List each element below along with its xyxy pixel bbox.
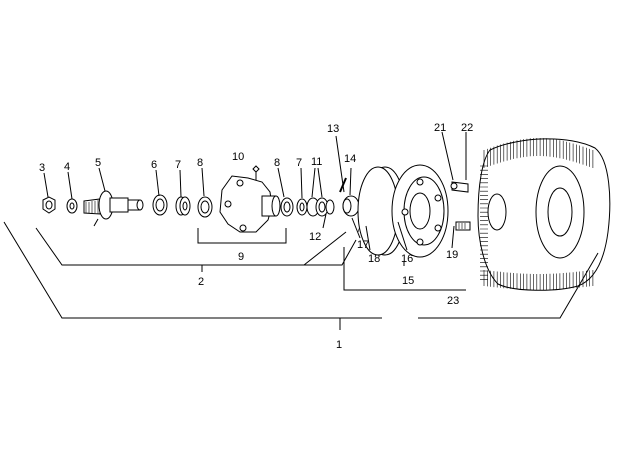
callout-8-left: 8 [197, 157, 203, 169]
callout-8-right: 8 [274, 157, 280, 169]
part-wheel-studs [450, 181, 471, 231]
group-bracket-9 [197, 228, 287, 244]
group-bracket-15 [343, 247, 466, 291]
callout-21: 21 [434, 122, 446, 134]
group-bracket-1 [3, 221, 382, 330]
callout-18: 18 [368, 253, 380, 265]
part-seal-left [175, 196, 191, 216]
callout-7-left: 7 [175, 159, 181, 171]
part-race-left [197, 196, 213, 218]
part-grease-fitting [252, 165, 260, 180]
part-washer [66, 198, 78, 214]
callout-7-right: 7 [296, 157, 302, 169]
callout-15: 15 [402, 275, 414, 287]
callout-2: 2 [198, 276, 204, 288]
callout-16: 16 [401, 253, 413, 265]
callout-22: 22 [461, 122, 473, 134]
part-seal-right [296, 198, 308, 216]
part-race-right [280, 197, 294, 217]
group-bracket-2 [35, 227, 357, 272]
part-hex-nut [42, 196, 56, 214]
part-bearing-set [306, 197, 335, 217]
callout-5: 5 [95, 157, 101, 169]
callout-14: 14 [344, 153, 356, 165]
leader-lines [43, 131, 467, 266]
callout-9: 9 [238, 251, 244, 263]
callout-13: 13 [327, 123, 339, 135]
callout-4: 4 [64, 161, 70, 173]
callouts: 1 2 3 4 5 6 7 8 9 10 8 7 11 12 13 14 15 … [39, 122, 473, 351]
part-bearing-inner [152, 194, 168, 216]
part-rim [357, 164, 449, 258]
callout-10: 10 [232, 151, 244, 163]
part-spindle [83, 190, 144, 227]
part-dust-cap [342, 195, 360, 217]
part-hub [219, 175, 281, 233]
callout-23: 23 [447, 295, 459, 307]
callout-1: 1 [336, 339, 342, 351]
callout-3: 3 [39, 162, 45, 174]
part-tire [477, 138, 611, 291]
callout-6: 6 [151, 159, 157, 171]
group-bracket-23 [418, 252, 599, 319]
callout-17: 17 [357, 239, 369, 251]
callout-19: 19 [446, 249, 458, 261]
callout-12: 12 [309, 231, 321, 243]
callout-11: 11 [311, 156, 322, 168]
